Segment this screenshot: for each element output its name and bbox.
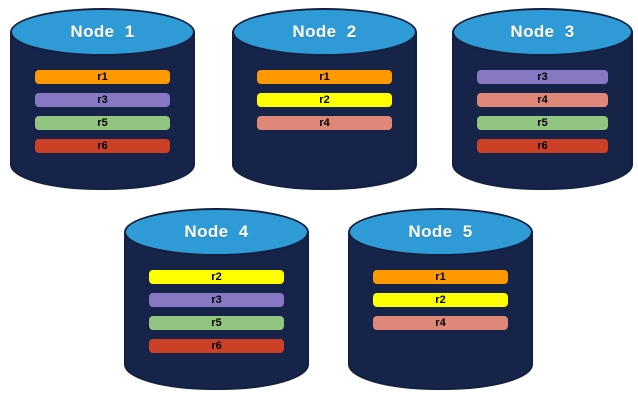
replica-bar[interactable]: r3 bbox=[477, 70, 608, 84]
replica-list: r1 r3 r5 r6 bbox=[35, 70, 170, 153]
database-node-1[interactable]: Node 1 r1 r3 r5 r6 bbox=[10, 8, 195, 190]
replica-bar[interactable]: r1 bbox=[35, 70, 170, 84]
cylinder-top-ellipse bbox=[452, 8, 633, 56]
cylinder-top-ellipse bbox=[232, 8, 417, 56]
replica-bar[interactable]: r1 bbox=[257, 70, 392, 84]
replica-bar[interactable]: r6 bbox=[477, 139, 608, 153]
cylinder-body bbox=[452, 32, 633, 190]
replica-bar[interactable]: r2 bbox=[149, 270, 284, 284]
node-label: Node 2 bbox=[292, 22, 357, 41]
replica-bar[interactable]: r3 bbox=[35, 93, 170, 107]
node-label: Node 5 bbox=[408, 222, 473, 241]
cylinder-body bbox=[124, 232, 309, 390]
cylinder-top-ellipse bbox=[348, 208, 533, 256]
replica-bar[interactable]: r1 bbox=[373, 270, 508, 284]
node-label: Node 4 bbox=[184, 222, 249, 241]
node-label: Node 1 bbox=[70, 22, 135, 41]
replica-bar[interactable]: r5 bbox=[35, 116, 170, 130]
database-node-2[interactable]: Node 2 r1 r2 r4 bbox=[232, 8, 417, 190]
database-node-4[interactable]: Node 4 r2 r3 r5 r6 bbox=[124, 208, 309, 390]
cylinder-top-ellipse bbox=[124, 208, 309, 256]
replica-bar[interactable]: r3 bbox=[149, 293, 284, 307]
node-label: Node 3 bbox=[510, 22, 575, 41]
replica-bar[interactable]: r5 bbox=[149, 316, 284, 330]
cylinder-body bbox=[232, 32, 417, 190]
replica-bar[interactable]: r4 bbox=[477, 93, 608, 107]
cylinder-top-ellipse bbox=[10, 8, 195, 56]
database-node-5[interactable]: Node 5 r1 r2 r4 bbox=[348, 208, 533, 390]
replica-bar[interactable]: r4 bbox=[373, 316, 508, 330]
replica-bar[interactable]: r4 bbox=[257, 116, 392, 130]
replica-list: r3 r4 r5 r6 bbox=[477, 70, 608, 153]
replica-bar[interactable]: r2 bbox=[373, 293, 508, 307]
replica-list: r1 r2 r4 bbox=[373, 270, 508, 330]
replica-bar[interactable]: r5 bbox=[477, 116, 608, 130]
replica-list: r1 r2 r4 bbox=[257, 70, 392, 130]
database-node-3[interactable]: Node 3 r3 r4 r5 r6 bbox=[452, 8, 633, 190]
replica-bar[interactable]: r6 bbox=[35, 139, 170, 153]
replica-list: r2 r3 r5 r6 bbox=[149, 270, 284, 353]
replica-bar[interactable]: r2 bbox=[257, 93, 392, 107]
replica-bar[interactable]: r6 bbox=[149, 339, 284, 353]
